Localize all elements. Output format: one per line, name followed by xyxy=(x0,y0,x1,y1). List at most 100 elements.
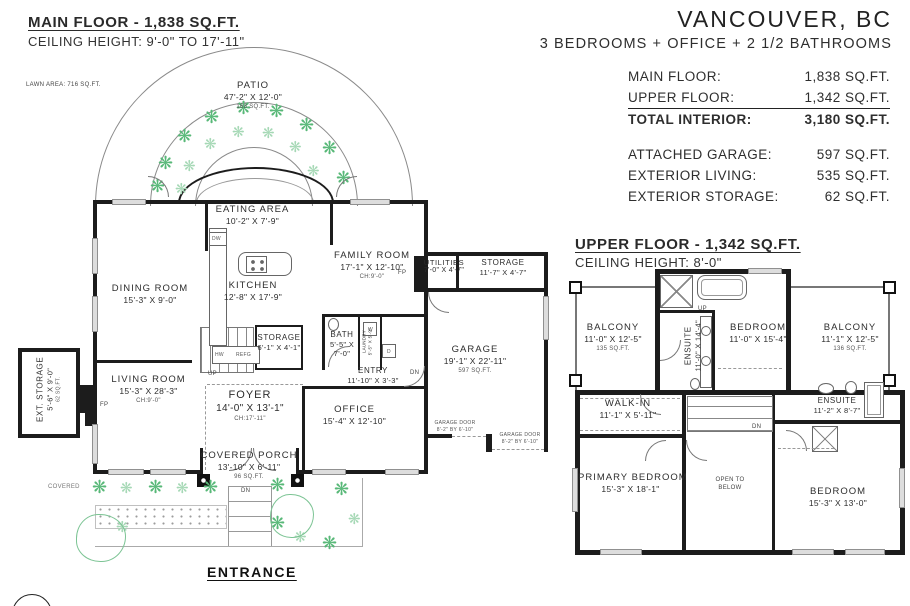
table-row: ATTACHED GARAGE: 597 SQ.FT. xyxy=(628,144,890,165)
window-marker xyxy=(92,296,98,332)
row-label: EXTERIOR LIVING: xyxy=(628,168,757,183)
lawn-area-label: LAWN AREA: 716 SQ.FT. xyxy=(26,82,101,88)
wall-segment xyxy=(575,390,905,395)
ext-storage-walls xyxy=(18,348,80,438)
plant-icon: ❋ xyxy=(334,479,350,499)
kitchen-counter xyxy=(212,346,260,364)
room-label-storage-garage: STORAGE 11'-7" X 4'-7" xyxy=(479,258,527,277)
window-marker xyxy=(108,469,144,475)
table-row: EXTERIOR STORAGE: 62 SQ.FT. xyxy=(628,186,890,207)
plant-icon: ❋ xyxy=(158,153,174,173)
window-marker xyxy=(312,469,346,475)
fireplace-block xyxy=(414,256,426,292)
balcony-rail xyxy=(575,286,577,390)
row-value: 1,342 SQ.FT. xyxy=(804,90,890,105)
window-marker xyxy=(92,238,98,274)
room-label-balcony-left: BALCONY 11'-0" X 12'-5" 135 SQ.FT. xyxy=(584,322,642,352)
ground-line xyxy=(362,478,363,547)
up-label: UP xyxy=(208,371,217,377)
closet-dash xyxy=(718,368,782,369)
plant-icon: ❋ xyxy=(204,136,217,153)
row-label: EXTERIOR STORAGE: xyxy=(628,189,779,204)
row-label: ATTACHED GARAGE: xyxy=(628,147,773,162)
room-label-ext-storage: EXT. STORAGE 5'-6" X 9'-0" 62 SQ.FT. xyxy=(35,356,63,422)
room-label-bath: BATH 5'-5" X 7'-0" xyxy=(329,330,355,359)
wall-segment xyxy=(205,203,208,251)
table-row: MAIN FLOOR: 1,838 SQ.FT. xyxy=(628,66,890,87)
room-label-patio: PATIO 47'-2" X 12'-0" 168 SQ.FT. xyxy=(223,80,283,110)
fireplace-label: FP xyxy=(398,270,407,276)
garage-door-line xyxy=(452,436,486,437)
plant-icon: ❋ xyxy=(262,125,275,142)
plant-icon: ❋ xyxy=(322,533,338,553)
balcony-rail xyxy=(888,286,890,390)
plant-icon: ❋ xyxy=(236,98,252,118)
row-value: 597 SQ.FT. xyxy=(816,147,890,162)
door-arc xyxy=(428,292,449,313)
wall-segment xyxy=(97,360,192,363)
closet-dash xyxy=(580,398,680,399)
balcony-rail xyxy=(790,286,890,288)
table-gap xyxy=(628,130,890,144)
up-label: UP xyxy=(698,306,707,312)
foyer-dashed-line xyxy=(205,386,206,470)
ground-line xyxy=(95,546,363,547)
row-label: UPPER FLOOR: xyxy=(628,90,735,105)
room-label-bedroom-right: BEDROOM 15'-3" X 13'-0" xyxy=(808,486,868,508)
room-label-bedroom-top: BEDROOM 11'-0" X 15'-4" xyxy=(729,322,787,344)
upper-floor-ceiling: CEILING HEIGHT: 8'-0" xyxy=(575,255,722,270)
city-title: VANCOUVER, BC xyxy=(677,6,892,32)
window-marker xyxy=(748,268,782,274)
toilet-icon xyxy=(845,381,857,394)
plant-icon: ❋ xyxy=(92,477,108,497)
plant-icon: ❋ xyxy=(232,124,245,141)
window-marker xyxy=(92,424,98,464)
down-label: DN xyxy=(410,370,420,376)
room-label-laundry: LAUNDRY 5'-5" X 5'-9" xyxy=(361,327,372,356)
balcony-post xyxy=(883,281,896,294)
window-marker xyxy=(899,468,905,508)
toilet-icon xyxy=(328,318,339,331)
wall-segment xyxy=(682,390,686,552)
area-summary-table: MAIN FLOOR: 1,838 SQ.FT. UPPER FLOOR: 1,… xyxy=(628,66,890,207)
wall-segment xyxy=(305,386,428,389)
sink-icon xyxy=(701,356,711,366)
wall-segment xyxy=(330,203,333,245)
door-arc xyxy=(645,440,666,461)
garage-door-line xyxy=(492,449,544,450)
covered-label: COVERED xyxy=(48,484,80,490)
compass-icon xyxy=(12,594,52,606)
wall-segment xyxy=(424,252,548,256)
wall-segment xyxy=(655,269,790,274)
wall-segment xyxy=(786,269,791,394)
wall-segment xyxy=(200,448,203,484)
fridge-label: REFG xyxy=(236,352,252,358)
room-label-office: OFFICE 15'-4" X 12'-10" xyxy=(322,404,387,426)
dryer: D xyxy=(382,344,396,358)
plant-icon: ❋ xyxy=(269,101,285,121)
down-label: DN xyxy=(241,488,251,494)
plant-icon: ❋ xyxy=(176,480,189,497)
room-label-covered-porch: COVERED PORCH 13'-10" X 6'-11" 96 SQ.FT. xyxy=(200,450,298,480)
room-label-balcony-right: BALCONY 11'-1" X 12'-5" 136 SQ.FT. xyxy=(821,322,879,352)
sink-icon xyxy=(701,326,711,336)
plant-icon: ❋ xyxy=(348,511,361,528)
plant-icon: ❋ xyxy=(289,139,302,156)
shower-icon xyxy=(660,275,693,308)
window-marker xyxy=(385,469,419,475)
wall-segment xyxy=(575,434,685,438)
wall-segment xyxy=(655,269,660,394)
row-value: 535 SQ.FT. xyxy=(816,168,890,183)
tree-icon xyxy=(76,514,126,562)
wall-segment xyxy=(772,394,775,552)
garage-door-label: GARAGE DOOR 8'-2" BY 6'-10" xyxy=(434,420,476,433)
wall-segment xyxy=(322,314,428,317)
wall-segment xyxy=(296,448,299,484)
room-label-entry: ENTRY 11'-10" X 3'-3" xyxy=(347,366,399,385)
table-row: EXTERIOR LIVING: 535 SQ.FT. xyxy=(628,165,890,186)
balcony-post xyxy=(569,374,582,387)
garage-door-label: GARAGE DOOR 8'-2" BY 6'-10" xyxy=(499,432,541,445)
kitchen-counter xyxy=(209,228,227,346)
shower-icon xyxy=(812,426,838,452)
wall-segment xyxy=(424,200,428,474)
